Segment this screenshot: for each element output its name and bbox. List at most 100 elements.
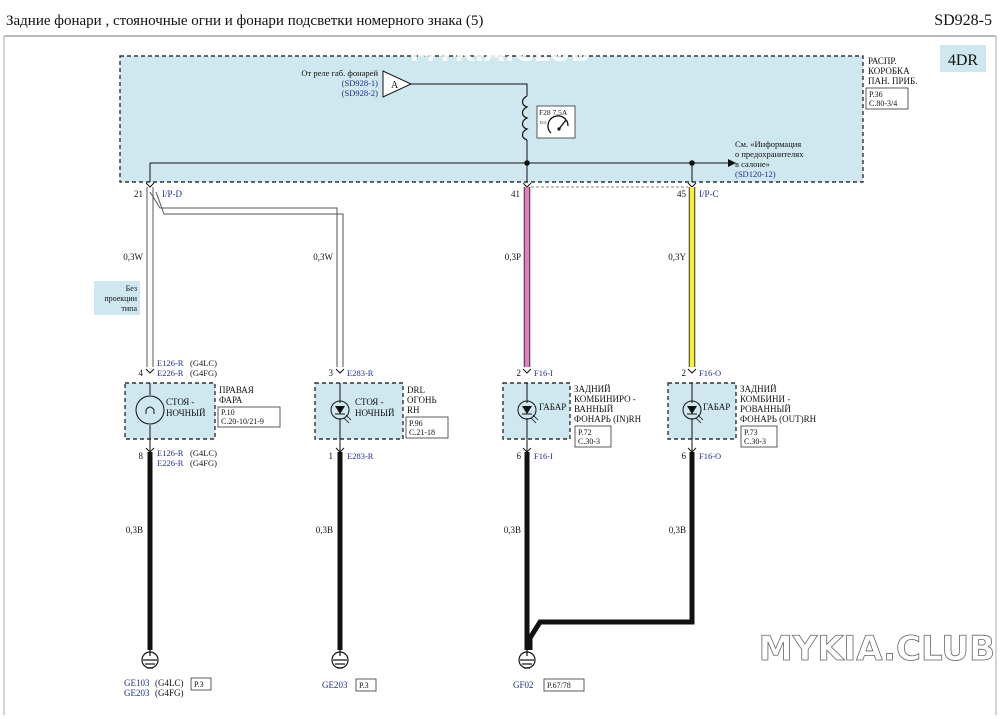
- svg-text:P.72: P.72: [578, 428, 592, 437]
- svg-text:4: 4: [139, 368, 144, 378]
- diagram-title: Задние фонари , стояночные огни и фонари…: [6, 13, 483, 29]
- svg-text:P.96: P.96: [409, 419, 423, 428]
- svg-text:RH: RH: [407, 405, 420, 415]
- svg-text:E126-R: E126-R: [157, 358, 184, 368]
- svg-text:E283-R: E283-R: [347, 368, 374, 378]
- wire-black-4: [527, 452, 695, 650]
- svg-text:8: 8: [139, 451, 144, 461]
- wire-label-w3: 0,3P: [505, 252, 521, 262]
- svg-text:F16-I: F16-I: [534, 451, 553, 461]
- ground-icon: [518, 650, 536, 669]
- fuse-f28-box: [536, 105, 576, 139]
- svg-text:C.30-3: C.30-3: [744, 437, 766, 446]
- svg-text:6: 6: [682, 451, 687, 461]
- relay-source-ref-2: (SD928-2): [342, 88, 379, 98]
- svg-text:(G4FG): (G4FG): [155, 688, 184, 698]
- svg-text:GE203: GE203: [124, 688, 150, 698]
- relay-source-ref-1: (SD928-1): [342, 78, 379, 88]
- ground-ge203: GE203 P.3: [322, 678, 377, 692]
- svg-text:РАСПР.: РАСПР.: [868, 56, 897, 66]
- wire-label-b1: 0,3B: [126, 525, 143, 535]
- wire-label-w2: 0,3W: [313, 252, 333, 262]
- connector-ip-d: I/P-D: [162, 189, 183, 199]
- svg-text:(G4FG): (G4FG): [190, 368, 217, 378]
- svg-text:C.21-18: C.21-18: [409, 428, 435, 437]
- led-icon: [517, 400, 539, 424]
- svg-text:P.10: P.10: [221, 408, 235, 417]
- svg-text:(G4FG): (G4FG): [190, 458, 217, 468]
- relay-marker: A: [391, 80, 399, 91]
- svg-text:F16-O: F16-O: [699, 451, 721, 461]
- connector-pin-45: 45: [677, 189, 687, 199]
- ground-ge103-ge203: GE103 (G4LC) GE203 (G4FG) P.3: [124, 677, 212, 698]
- info-ref-line-2: о предохранителях: [735, 149, 804, 159]
- svg-text:ЗАДНИЙ: ЗАДНИЙ: [740, 384, 777, 394]
- connector-arrows-bottom: [145, 447, 697, 453]
- svg-text:3: 3: [329, 368, 334, 378]
- connector-pin-41: 41: [511, 189, 520, 199]
- wire-white-1: [146, 187, 154, 367]
- svg-text:P.73: P.73: [744, 428, 758, 437]
- svg-text:ВАННЫЙ: ВАННЫЙ: [574, 404, 614, 414]
- svg-text:ФАРА: ФАРА: [219, 395, 243, 405]
- svg-text:ОГОНЬ: ОГОНЬ: [407, 395, 437, 405]
- svg-text:проекции: проекции: [104, 294, 137, 303]
- svg-text:(G4LC): (G4LC): [190, 448, 217, 458]
- connector-ip-c: I/P-C: [699, 189, 719, 199]
- watermark-bottom: MYKIA.CLUB: [759, 629, 995, 669]
- svg-text:ПАН. ПРИБ.: ПАН. ПРИБ.: [868, 76, 917, 86]
- watermark-top: MYKIA.CLUB: [410, 38, 591, 68]
- wire-white-2: [149, 191, 344, 367]
- component-leads-bottom: [149, 439, 693, 452]
- diagram-code: SD928-5: [934, 12, 992, 29]
- svg-text:Без: Без: [126, 284, 137, 293]
- component-rear-lamp-in: 2 F16-I ГАБАР ЗАДНИЙ КОМБИНИРО - ВАННЫЙ …: [502, 368, 642, 461]
- ground-icon: [141, 650, 159, 669]
- svg-text:НОЧНЫЙ: НОЧНЫЙ: [355, 408, 395, 418]
- info-ref-line-3: в салоне»: [735, 159, 770, 169]
- svg-text:ФОНАРЬ (IN)RH: ФОНАРЬ (IN)RH: [574, 414, 642, 424]
- led-icon: [682, 400, 704, 424]
- wire-label-b4: 0,3B: [669, 525, 686, 535]
- relay-feed-wire: [411, 83, 528, 96]
- svg-text:ГАБАР: ГАБАР: [539, 402, 566, 412]
- connector-pin-21: 21: [134, 189, 143, 199]
- connector-arrows-top: [145, 182, 697, 188]
- svg-text:типа: типа: [121, 304, 137, 313]
- svg-text:E283-R: E283-R: [347, 451, 374, 461]
- svg-text:P.36: P.36: [869, 90, 883, 99]
- svg-text:НОЧНЫЙ: НОЧНЫЙ: [166, 408, 206, 418]
- svg-text:ЗАДНИЙ: ЗАДНИЙ: [574, 384, 611, 394]
- svg-text:C.30-3: C.30-3: [578, 437, 600, 446]
- fuse-f28-icon: [521, 95, 529, 141]
- svg-text:(G4LC): (G4LC): [190, 358, 217, 368]
- svg-text:(G4LC): (G4LC): [155, 678, 184, 688]
- svg-text:E226-R: E226-R: [157, 458, 184, 468]
- svg-text:E126-R: E126-R: [157, 448, 184, 458]
- svg-text:GF02: GF02: [513, 680, 534, 690]
- junction-box: [119, 55, 864, 183]
- svg-text:СТОЯ -: СТОЯ -: [166, 397, 195, 407]
- svg-text:ПРАВАЯ: ПРАВАЯ: [219, 385, 254, 395]
- svg-text:F16-O: F16-O: [699, 368, 721, 378]
- svg-text:ФОНАРЬ (OUT)RH: ФОНАРЬ (OUT)RH: [740, 414, 817, 424]
- relay-arrow-icon: [382, 70, 413, 98]
- svg-text:КОРОБКА: КОРОБКА: [868, 66, 910, 76]
- ground-icon: [331, 650, 349, 669]
- svg-text:GE103: GE103: [124, 678, 150, 688]
- svg-text:СТОЯ -: СТОЯ -: [355, 397, 384, 407]
- svg-text:C.80-3/4: C.80-3/4: [869, 99, 897, 108]
- svg-text:2: 2: [517, 368, 522, 378]
- svg-text:2: 2: [682, 368, 687, 378]
- svg-text:GE203: GE203: [322, 680, 348, 690]
- junction-box-name: РАСПР. КОРОБКА ПАН. ПРИБ.: [868, 56, 917, 86]
- svg-text:F16-I: F16-I: [534, 368, 553, 378]
- svg-text:КОМБИНИРО -: КОМБИНИРО -: [574, 394, 636, 404]
- svg-text:6: 6: [517, 451, 522, 461]
- led-icon: [330, 400, 352, 424]
- svg-text:P.3: P.3: [194, 680, 204, 689]
- variant-badge: [940, 45, 986, 72]
- wire-label-b2: 0,3B: [316, 525, 333, 535]
- variant-badge-text: 4DR: [948, 52, 979, 69]
- gauge-icon: [547, 115, 569, 134]
